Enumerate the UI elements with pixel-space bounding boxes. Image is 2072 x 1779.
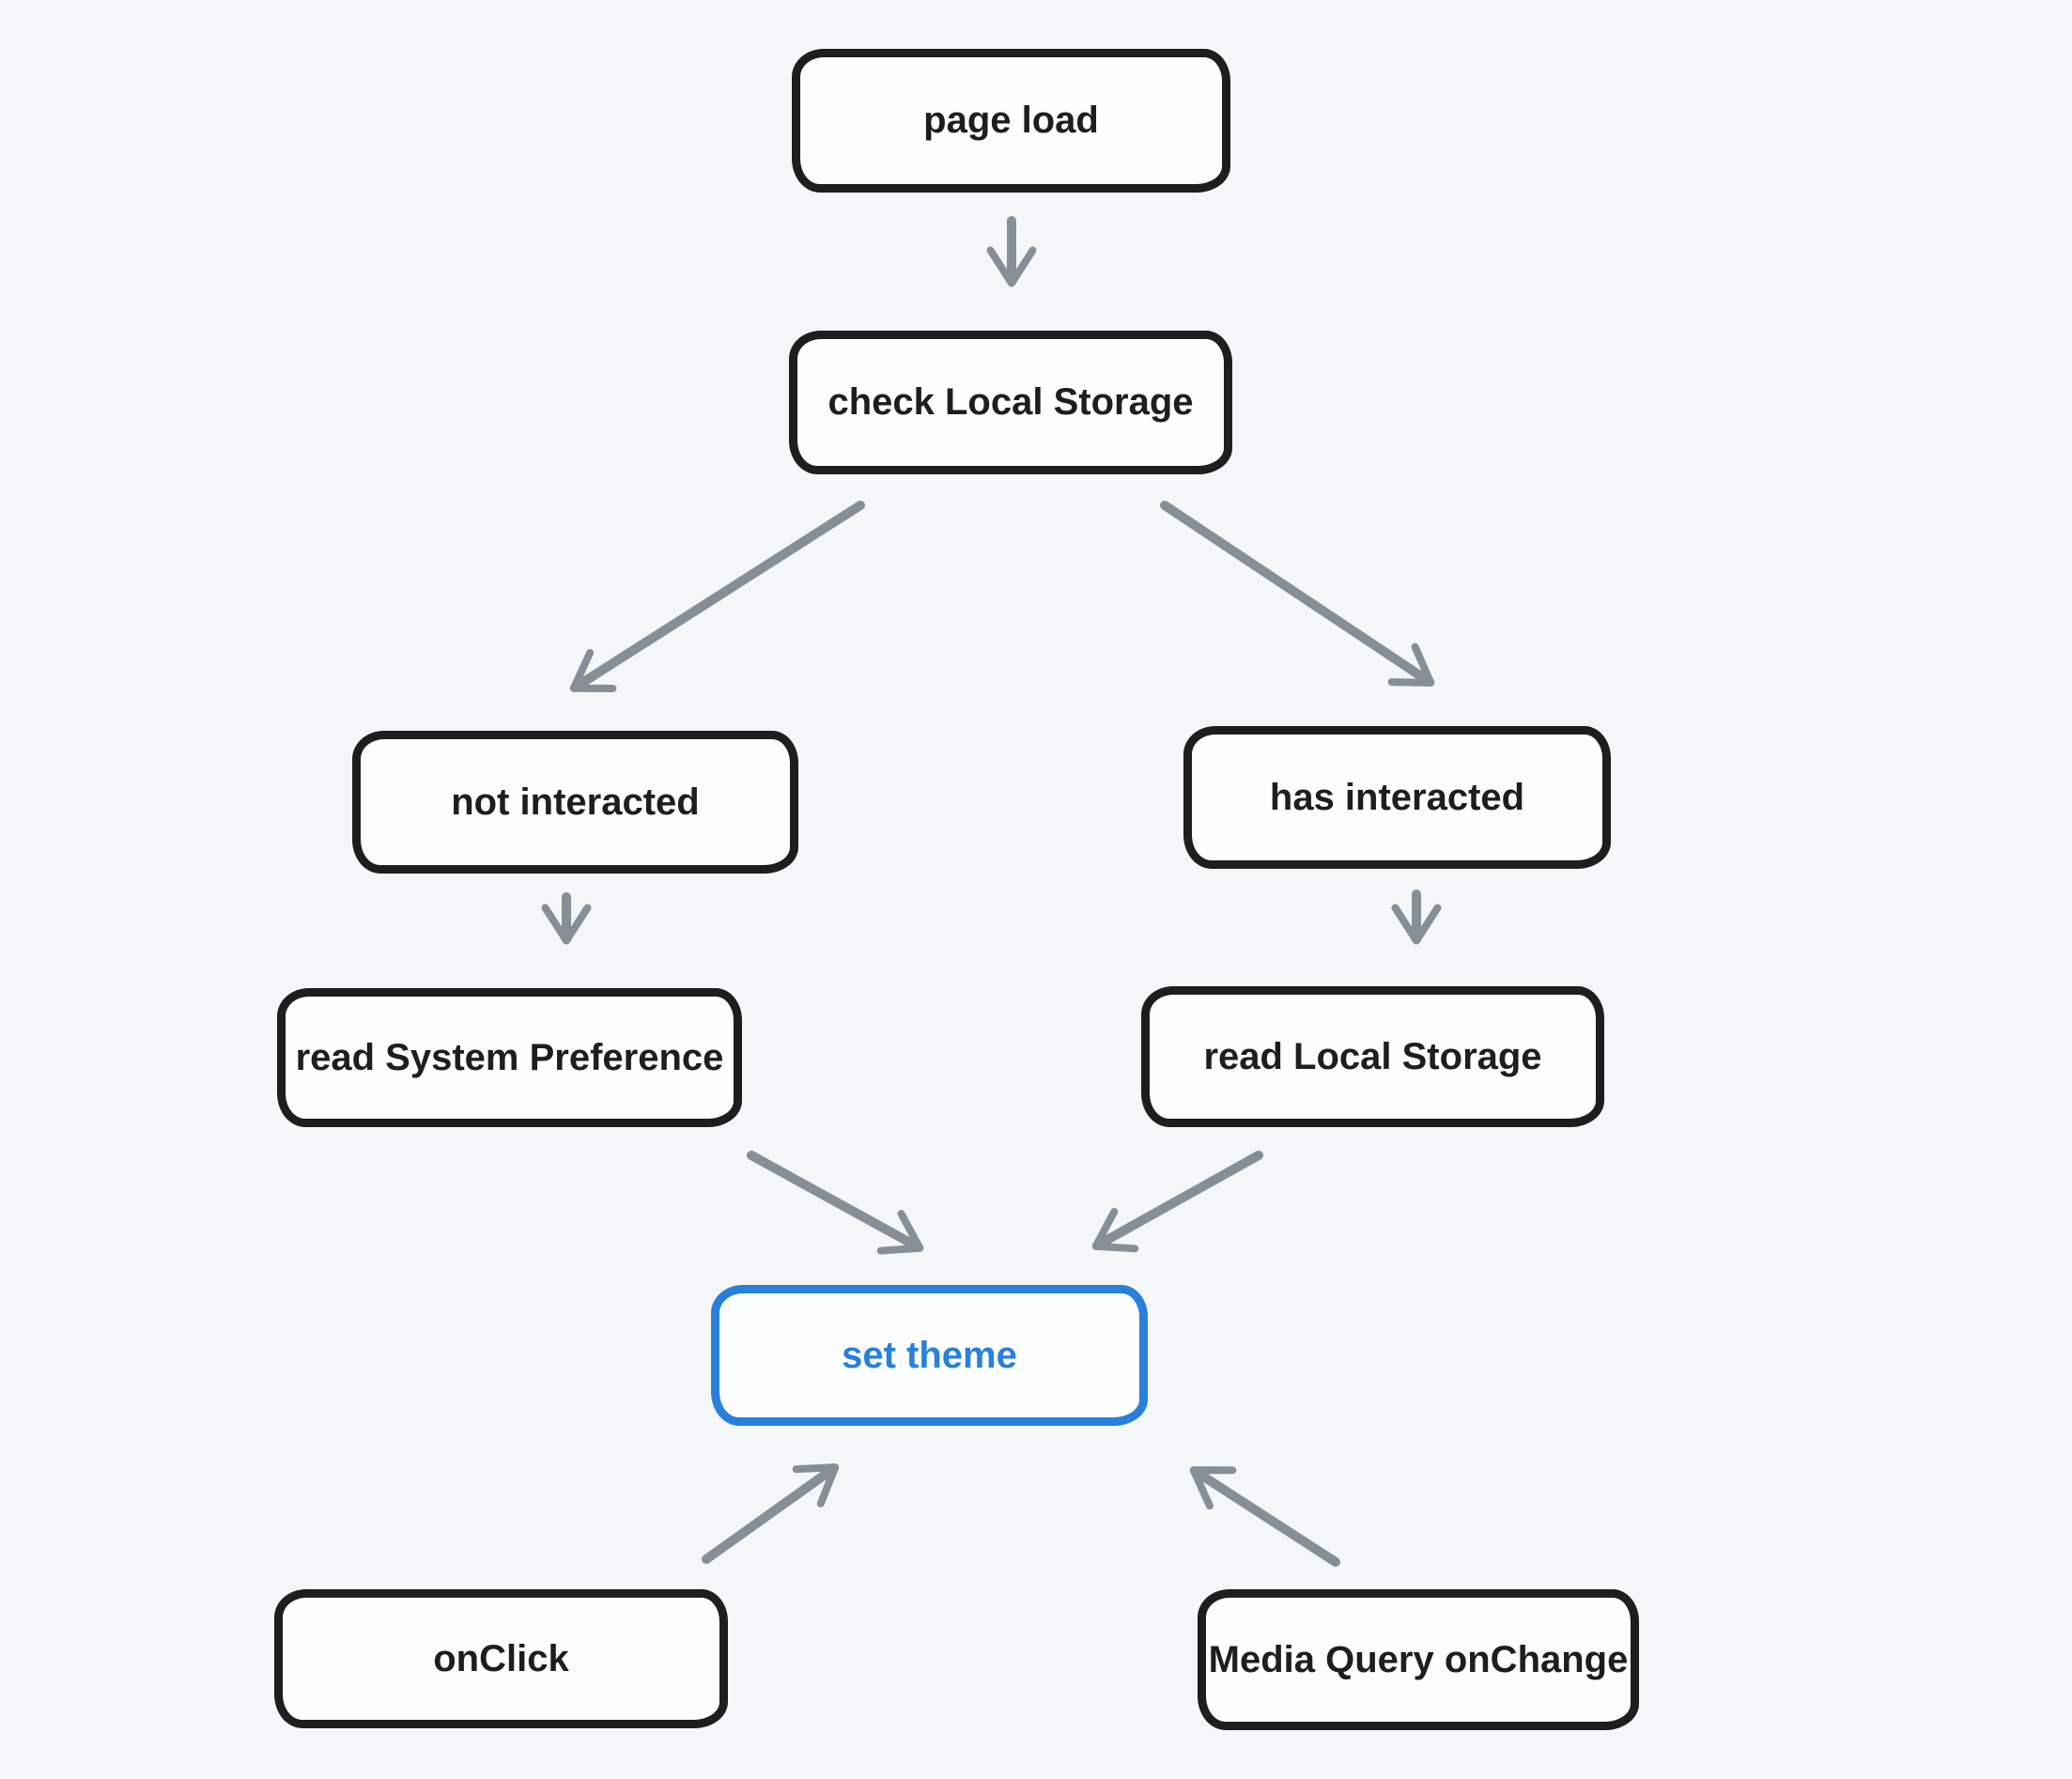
node-read-system-preference: read System Preference — [277, 988, 742, 1127]
node-label: read System Preference — [295, 1036, 724, 1078]
node-label: page load — [923, 100, 1099, 141]
node-onclick: onClick — [274, 1589, 728, 1728]
node-set-theme: set theme — [711, 1285, 1148, 1426]
node-label: check Local Storage — [827, 381, 1194, 423]
node-label: onClick — [433, 1637, 569, 1679]
node-label: read Local Storage — [1203, 1035, 1542, 1077]
node-label: has interacted — [1269, 776, 1525, 818]
arrow-onclick-to-set-theme — [702, 1463, 840, 1564]
node-not-interacted: not interacted — [352, 731, 798, 874]
node-label: set theme — [842, 1334, 1017, 1376]
node-read-local-storage: read Local Storage — [1141, 986, 1604, 1127]
arrow-read-system-preference-to-set-theme — [747, 1151, 924, 1255]
arrow-read-local-storage-to-set-theme — [1091, 1151, 1263, 1253]
arrow-check-local-storage-to-has-interacted — [1160, 501, 1435, 687]
node-label: not interacted — [451, 781, 700, 823]
node-has-interacted: has interacted — [1183, 726, 1611, 869]
node-page-load: page load — [792, 49, 1230, 193]
node-check-local-storage: check Local Storage — [789, 331, 1232, 474]
arrow-media-query-onchange-to-set-theme — [1189, 1466, 1340, 1567]
arrow-check-local-storage-to-not-interacted — [569, 501, 865, 692]
node-media-query-onchange: Media Query onChange — [1198, 1589, 1639, 1730]
node-label: Media Query onChange — [1208, 1638, 1629, 1680]
